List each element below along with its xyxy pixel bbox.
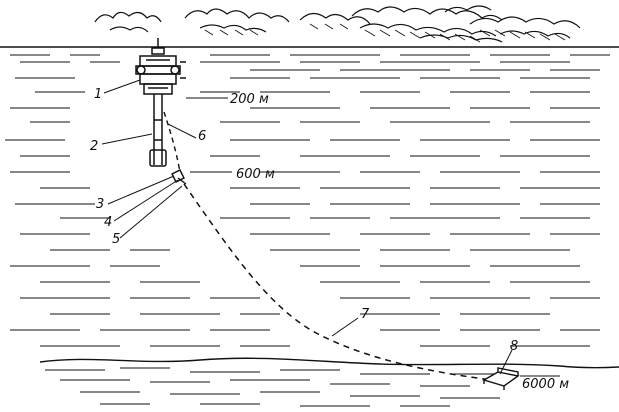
water-hatching	[5, 54, 610, 347]
callout-3: 3	[96, 197, 104, 212]
seabed-line	[39, 357, 619, 369]
clouds	[94, 5, 581, 43]
leader-lines	[101, 79, 513, 375]
seabed-hatching	[45, 367, 560, 407]
depth-label-6000m: 6000 м	[522, 377, 569, 392]
mining-vessel	[135, 38, 186, 95]
flexible-hose	[183, 183, 493, 381]
callout-1: 1	[94, 87, 102, 102]
cloud-hatching	[204, 23, 566, 43]
collector-device	[482, 367, 520, 390]
callout-8: 8	[510, 339, 518, 354]
callout-4: 4	[104, 215, 112, 230]
depth-label-200m: 200 м	[230, 92, 269, 107]
vertical-pipe	[149, 94, 167, 167]
upper-cable	[163, 111, 181, 173]
buoy-joint	[171, 169, 187, 185]
callout-2: 2	[90, 139, 98, 154]
callout-5: 5	[112, 232, 120, 247]
depth-label-600m: 600 м	[236, 167, 275, 182]
callout-7: 7	[361, 307, 370, 322]
callout-6: 6	[198, 129, 206, 144]
